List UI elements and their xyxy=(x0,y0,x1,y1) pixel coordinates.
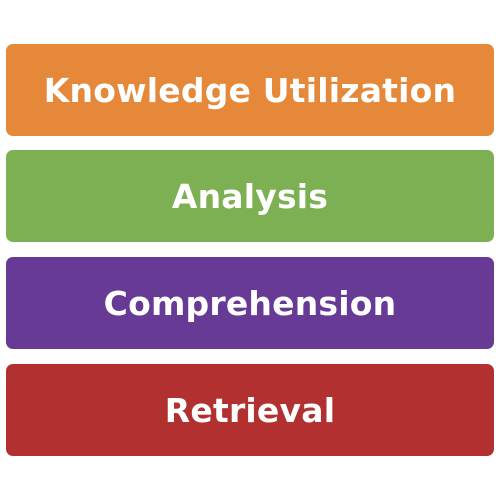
level-comprehension: Comprehension xyxy=(6,257,494,349)
level-knowledge-utilization: Knowledge Utilization xyxy=(6,44,494,136)
level-analysis: Analysis xyxy=(6,150,494,242)
taxonomy-stack: Knowledge Utilization Analysis Comprehen… xyxy=(6,44,494,456)
level-label: Analysis xyxy=(171,176,329,216)
level-label: Knowledge Utilization xyxy=(43,70,457,110)
level-label: Comprehension xyxy=(103,283,397,323)
level-retrieval: Retrieval xyxy=(6,364,494,456)
level-label: Retrieval xyxy=(164,390,336,430)
